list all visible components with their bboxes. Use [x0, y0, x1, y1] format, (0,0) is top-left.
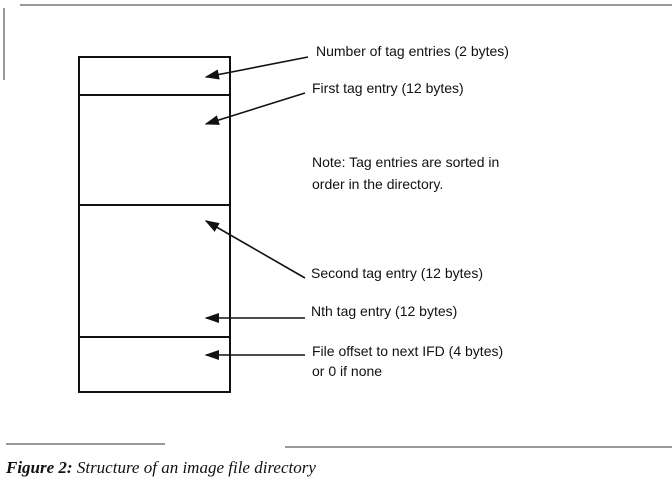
arrow-second-entry [204, 220, 306, 279]
arrow-first-entry [204, 92, 306, 125]
note-line-1: Note: Tag entries are sorted in [312, 154, 500, 170]
label-nth-entry: Nth tag entry (12 bytes) [311, 303, 458, 319]
figure-caption: Figure 2: Structure of an image file dir… [6, 458, 316, 478]
label-tag-count: Number of tag entries (2 bytes) [316, 43, 509, 59]
label-next-ifd-line-2: or 0 if none [312, 363, 383, 379]
label-first-entry: First tag entry (12 bytes) [312, 80, 464, 96]
arrow-tag-count [204, 56, 309, 80]
ifd-box [78, 56, 231, 393]
ifd-box-outline [78, 56, 231, 393]
figure-caption-text: Structure of an image file directory [76, 458, 316, 477]
label-second-entry: Second tag entry (12 bytes) [311, 265, 483, 281]
figure-label: Figure 2: [6, 458, 73, 477]
label-next-ifd-line-1: File offset to next IFD (4 bytes) [312, 343, 504, 359]
note-line-2: order in the directory. [312, 176, 444, 192]
